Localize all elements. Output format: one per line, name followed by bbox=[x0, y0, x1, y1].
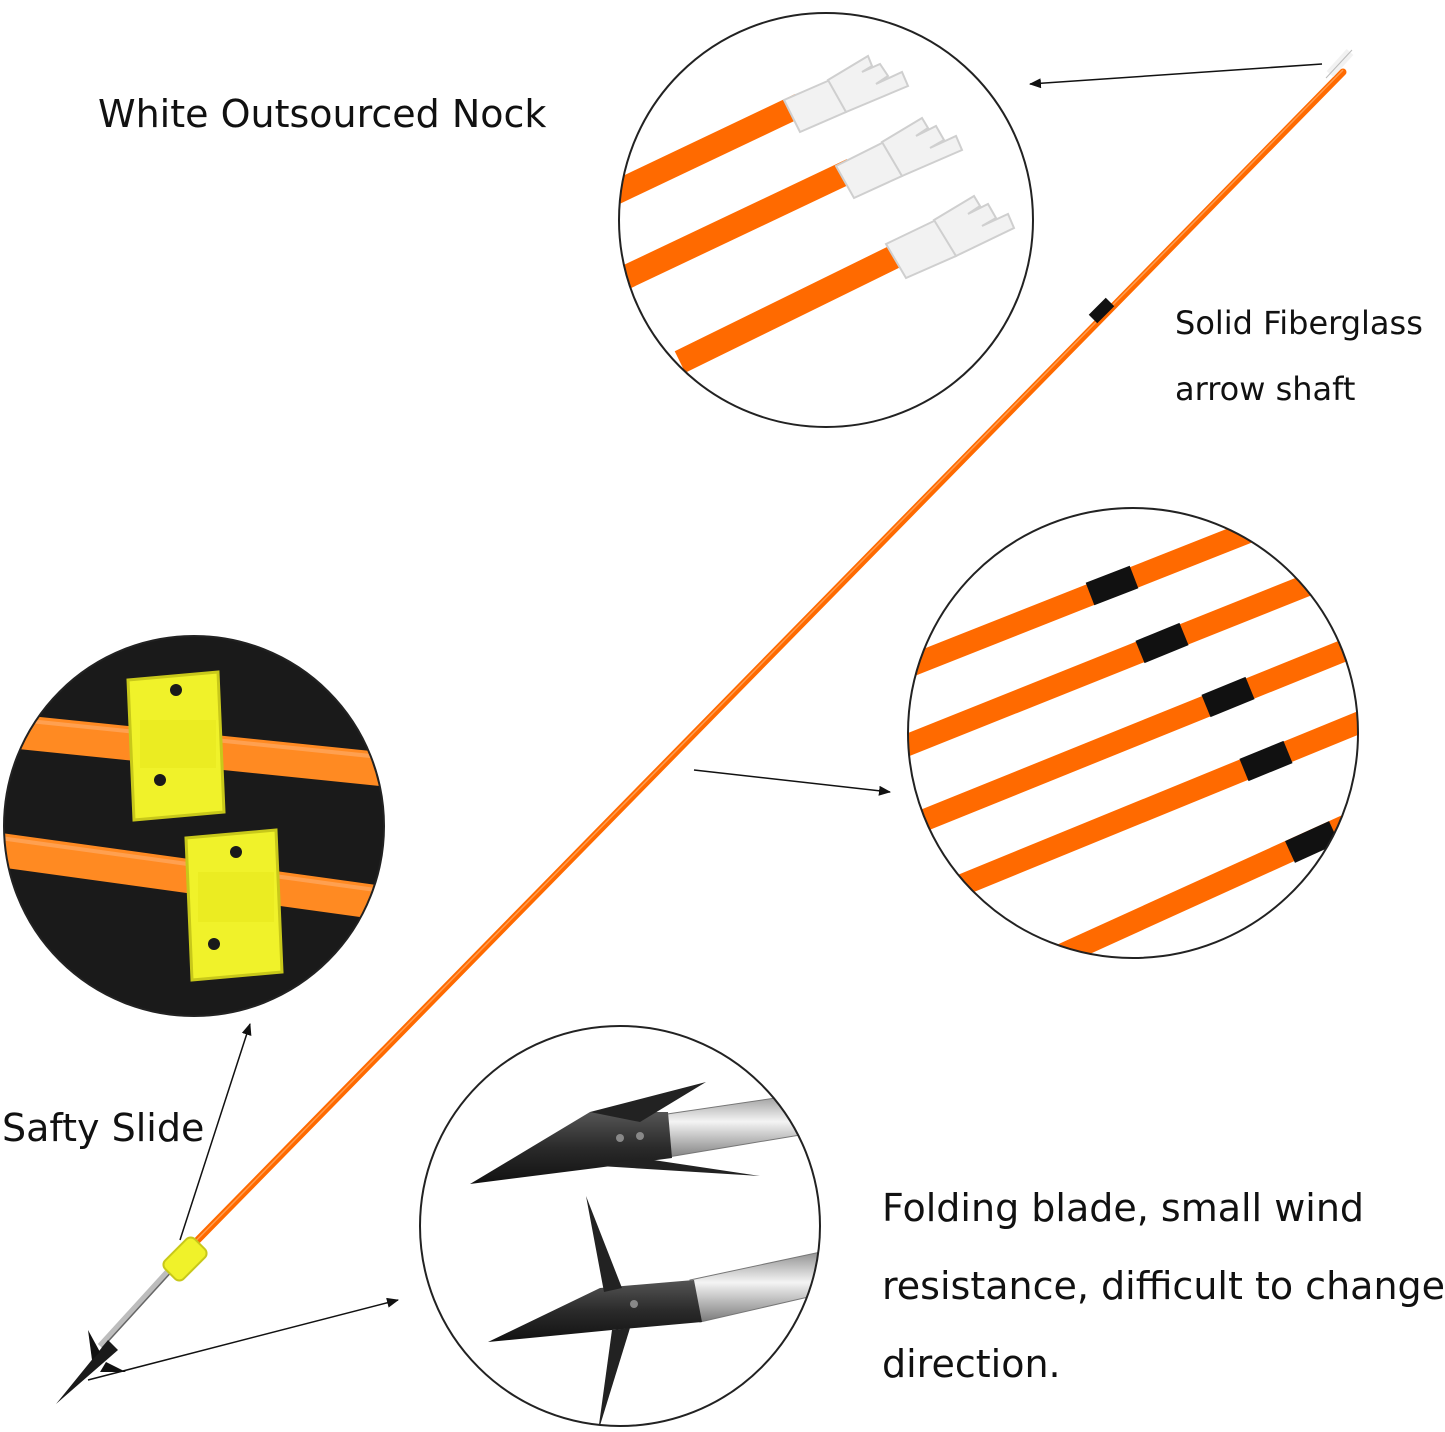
tip-detail-circle bbox=[419, 1025, 821, 1427]
shaft-stick-2 bbox=[908, 545, 1358, 759]
shaft-band bbox=[1088, 297, 1115, 324]
pointer-slide bbox=[179, 1023, 252, 1241]
pointer-tip bbox=[87, 1297, 399, 1381]
nock-arrow-2 bbox=[619, 116, 964, 291]
arrow-tip bbox=[56, 1340, 118, 1404]
nock-callout-label: White Outsourced Nock bbox=[98, 92, 547, 136]
tip-head-2 bbox=[488, 1196, 820, 1426]
slide-detail-circle bbox=[3, 635, 385, 1017]
blade-callout-line-1: Folding blade, small wind bbox=[882, 1186, 1365, 1230]
nock-arrow-1 bbox=[619, 54, 910, 211]
shaft-detail-circle bbox=[907, 507, 1359, 959]
nock-detail-circle bbox=[618, 12, 1034, 428]
shaft-stick-5 bbox=[1045, 799, 1358, 958]
arrow-barb-2 bbox=[100, 1362, 126, 1372]
pointer-nock bbox=[1029, 63, 1323, 89]
arrow-barb-1 bbox=[88, 1330, 100, 1360]
shaft-callout-line-2: arrow shaft bbox=[1175, 370, 1356, 408]
slide-callout-label: Safty Slide bbox=[2, 1106, 205, 1150]
blade-callout-line-2: resistance, difficult to change bbox=[882, 1264, 1445, 1308]
shaft-highlight bbox=[184, 69, 1344, 1253]
blade-callout-line-3: direction. bbox=[882, 1342, 1061, 1386]
shaft-callout-line-1: Solid Fiberglass bbox=[1175, 304, 1423, 342]
nock-arrow-3 bbox=[674, 194, 1016, 373]
slide-clip-1 bbox=[126, 670, 226, 822]
main-arrow bbox=[56, 48, 1354, 1404]
slide-clip-2 bbox=[184, 828, 284, 982]
arrow-shaft bbox=[179, 68, 1347, 1259]
pointer-shaft bbox=[693, 769, 891, 796]
nock-outline bbox=[1325, 49, 1353, 79]
shaft-stick-4 bbox=[935, 703, 1358, 905]
safety-slide-on-arrow bbox=[162, 1236, 208, 1282]
pointer-lines bbox=[87, 63, 1323, 1381]
shaft-stick-3 bbox=[908, 625, 1358, 841]
